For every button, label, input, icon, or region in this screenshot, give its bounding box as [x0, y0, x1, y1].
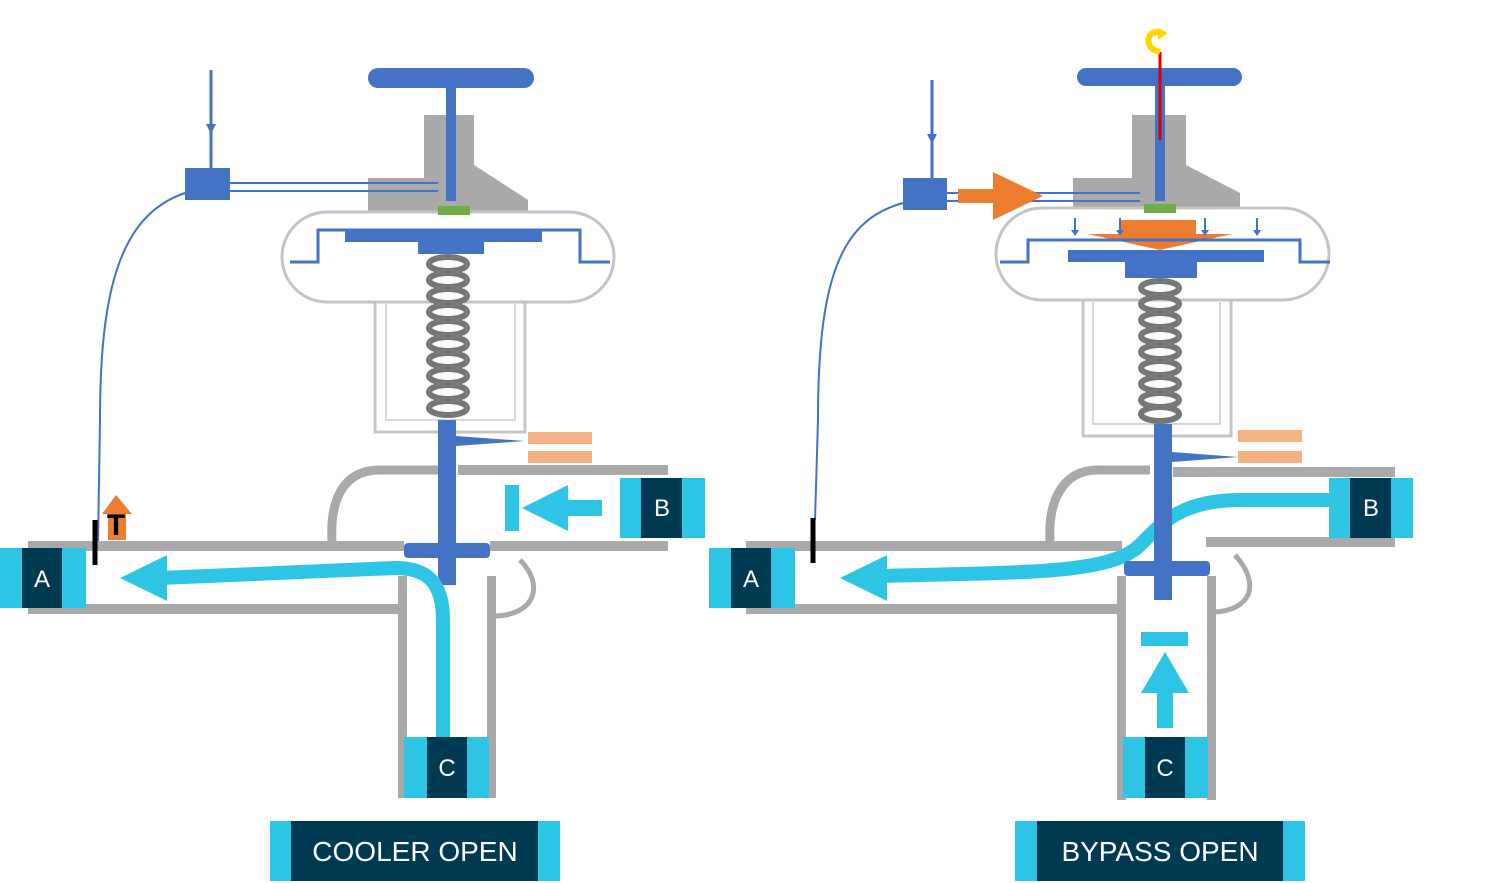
diaphragm-pressure-arrow	[1088, 220, 1232, 250]
stem-seal	[438, 206, 470, 215]
bypass-open-diagram: A B C BYPASS OPEN	[709, 28, 1413, 881]
port-a-label: A	[34, 566, 50, 593]
pressure-ticks	[1071, 218, 1261, 236]
port-c: C	[404, 737, 489, 798]
handwheel	[1077, 28, 1242, 201]
sensor-capillary	[97, 70, 438, 546]
actuator-force-arrow	[958, 172, 1043, 220]
flow-arrow-c-to-a	[120, 555, 450, 740]
port-b-label: B	[654, 495, 670, 522]
handwheel	[368, 68, 534, 201]
valve-stem	[1124, 424, 1238, 600]
port-c-label: C	[438, 755, 455, 782]
caption-cooler-open: COOLER OPEN	[270, 821, 560, 881]
port-c-label: C	[1156, 755, 1173, 782]
temperature-sensor: T	[92, 495, 132, 565]
position-indicator	[1238, 430, 1302, 463]
port-b: B	[620, 478, 705, 538]
valve-body	[746, 465, 1395, 800]
spring	[426, 254, 470, 418]
port-b-label: B	[1363, 495, 1379, 522]
valve-stem	[404, 420, 525, 585]
port-b: B	[1329, 478, 1413, 538]
stem-seal	[1144, 204, 1176, 213]
port-c: C	[1123, 737, 1208, 798]
position-indicator	[528, 432, 592, 463]
port-a: A	[0, 548, 86, 608]
flow-arrow-b-to-a	[840, 493, 1330, 601]
cooler-open-diagram: T A B C COOLER OPEN	[0, 68, 705, 881]
spring	[1138, 278, 1182, 424]
caption-cooler-open-text: COOLER OPEN	[312, 836, 517, 867]
port-a: A	[709, 548, 795, 608]
diaphragm	[290, 228, 610, 264]
diaphragm	[1000, 238, 1330, 278]
caption-bypass-open: BYPASS OPEN	[1015, 821, 1305, 881]
caption-bypass-open-text: BYPASS OPEN	[1061, 836, 1258, 867]
port-a-label: A	[743, 566, 759, 593]
valve-body	[28, 465, 668, 798]
blocked-arrow-b	[505, 485, 602, 531]
sensor-capillary	[814, 80, 1140, 521]
temperature-sensor-symbol: T	[107, 509, 125, 542]
blocked-arrow-c	[1141, 632, 1189, 728]
